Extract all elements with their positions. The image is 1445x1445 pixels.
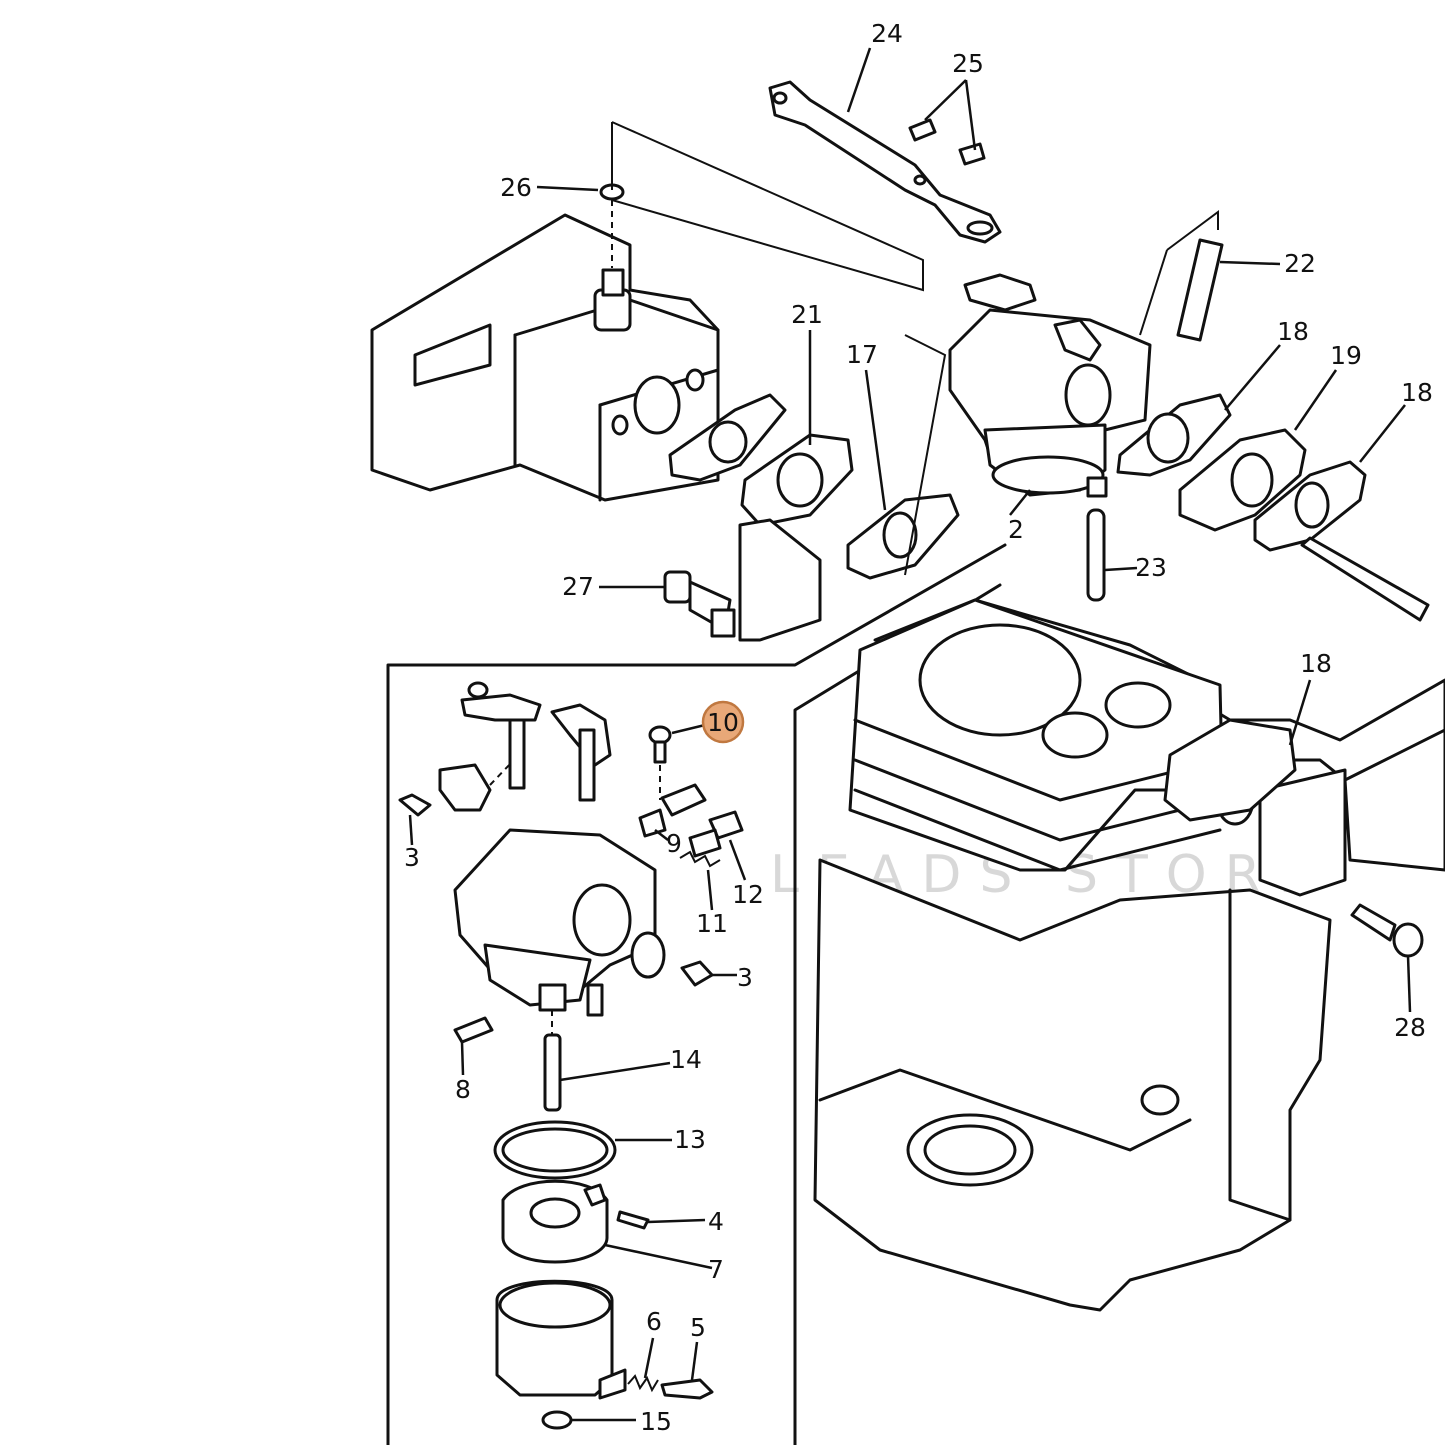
callout-6: 6 (646, 1307, 662, 1336)
callout-15: 15 (640, 1407, 672, 1436)
callout-5: 5 (690, 1313, 706, 1342)
callout-11: 11 (696, 909, 728, 938)
callout-18-upper: 18 (1277, 317, 1309, 346)
callout-10: 10 (707, 708, 739, 737)
callout-8: 8 (455, 1075, 471, 1104)
callout-7: 7 (708, 1255, 724, 1284)
callout-27: 27 (562, 572, 594, 601)
callout-26: 26 (500, 173, 532, 202)
callout-labels: 24 25 26 22 21 17 18 19 18 2 23 27 18 10… (404, 19, 1433, 1436)
highlight-marker (701, 700, 745, 744)
dowel-pin-23 (1086, 508, 1106, 602)
callout-4: 4 (708, 1207, 724, 1236)
callout-21: 21 (791, 300, 823, 329)
alignment-lines (611, 121, 924, 292)
vent-tube (1139, 210, 1224, 342)
callout-2: 2 (1008, 515, 1024, 544)
carburetor-assembly-top (948, 273, 1152, 498)
callout-14: 14 (670, 1045, 702, 1074)
callout-12: 12 (732, 880, 764, 909)
callout-18-right: 18 (1401, 378, 1433, 407)
air-cleaner-housing (370, 183, 720, 502)
long-stud (1300, 536, 1430, 622)
callout-3-right: 3 (737, 963, 753, 992)
callout-lines (408, 47, 1412, 1422)
engine-block (813, 598, 1445, 1312)
control-lever (768, 80, 1002, 244)
callout-9: 9 (666, 829, 682, 858)
intake-gaskets (668, 334, 960, 642)
callout-3-left: 3 (404, 843, 420, 872)
mounting-bolt-28 (1350, 903, 1424, 958)
right-gaskets (1116, 393, 1367, 552)
mounting-bolt-27 (663, 570, 736, 638)
callout-23: 23 (1135, 553, 1167, 582)
callout-22: 22 (1284, 249, 1316, 278)
callout-28: 28 (1394, 1013, 1426, 1042)
callout-25: 25 (952, 49, 984, 78)
callout-18-block: 18 (1300, 649, 1332, 678)
callout-13: 13 (674, 1125, 706, 1154)
callout-24: 24 (871, 19, 903, 48)
callout-19: 19 (1330, 341, 1362, 370)
carburetor-exploded (398, 681, 744, 1430)
callout-17: 17 (846, 340, 878, 369)
